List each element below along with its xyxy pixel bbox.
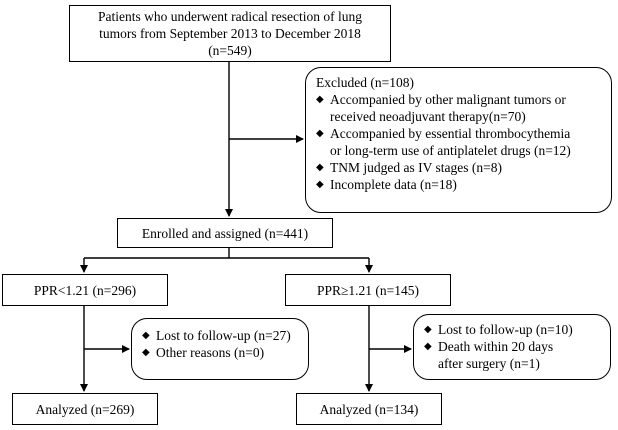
top-box-patients: Patients who underwent radical resection… — [69, 5, 391, 62]
excluded-item-text: Incomplete data (n=18) — [330, 177, 457, 192]
excluded-item-text: Accompanied by essential thrombocythemia — [330, 126, 571, 141]
right-exclusion-item-text: Lost to follow-up (n=10) — [438, 322, 573, 337]
excluded-item: ◆ Accompanied by essential thrombocythem… — [316, 125, 611, 159]
left-group-text: PPR<1.21 (n=296) — [33, 283, 137, 298]
diamond-bullet-icon: ◆ — [142, 347, 150, 358]
right-exclusion-item-text: Death within 20 days — [438, 339, 554, 354]
excluded-item-text: TNM judged as IV stages (n=8) — [330, 160, 502, 175]
right-analyzed-box: Analyzed (n=134) — [296, 393, 442, 425]
excluded-item-text: received neoadjuvant therapy(n=70) — [330, 109, 526, 124]
excluded-item-text: Accompanied by other malignant tumors or — [330, 92, 566, 107]
enrolled-text: Enrolled and assigned (n=441) — [141, 226, 309, 241]
right-analyzed-text: Analyzed (n=134) — [319, 402, 419, 417]
left-analyzed-box: Analyzed (n=269) — [12, 393, 158, 425]
right-exclusion-item: ◆ Death within 20 days after surgery (n=… — [424, 338, 610, 372]
top-box-line1: Patients who underwent radical resection… — [98, 9, 362, 24]
right-exclusion-box: ◆ Lost to follow-up (n=10) ◆ Death withi… — [413, 314, 611, 380]
excluded-item: ◆ Incomplete data (n=18) — [316, 176, 611, 193]
top-box-line2: tumors from September 2013 to December 2… — [99, 26, 361, 41]
top-box-line3: (n=549) — [208, 43, 252, 58]
left-analyzed-text: Analyzed (n=269) — [35, 402, 135, 417]
left-exclusion-item-text: Other reasons (n=0) — [156, 345, 265, 360]
diamond-bullet-icon: ◆ — [424, 324, 432, 335]
right-exclusion-item: ◆ Lost to follow-up (n=10) — [424, 321, 610, 338]
diamond-bullet-icon: ◆ — [424, 341, 432, 352]
left-exclusion-box: ◆ Lost to follow-up (n=27) ◆ Other reaso… — [131, 318, 309, 380]
right-group-box: PPR≥1.21 (n=145) — [285, 274, 451, 306]
left-exclusion-item: ◆ Other reasons (n=0) — [142, 344, 308, 361]
excluded-item: ◆ TNM judged as IV stages (n=8) — [316, 159, 611, 176]
diamond-bullet-icon: ◆ — [316, 162, 324, 173]
left-group-box: PPR<1.21 (n=296) — [2, 274, 168, 306]
excluded-title: Excluded (n=108) — [316, 75, 414, 90]
right-exclusion-item-text: after surgery (n=1) — [438, 356, 540, 371]
diamond-bullet-icon: ◆ — [316, 179, 324, 190]
diamond-bullet-icon: ◆ — [142, 330, 150, 341]
diamond-bullet-icon: ◆ — [316, 128, 324, 139]
excluded-item: ◆ Accompanied by other malignant tumors … — [316, 91, 611, 125]
diamond-bullet-icon: ◆ — [316, 94, 324, 105]
left-exclusion-item-text: Lost to follow-up (n=27) — [156, 328, 291, 343]
excluded-box: Excluded (n=108) ◆ Accompanied by other … — [305, 67, 612, 213]
left-exclusion-item: ◆ Lost to follow-up (n=27) — [142, 327, 308, 344]
right-group-text: PPR≥1.21 (n=145) — [316, 283, 420, 298]
excluded-item-text: or long-term use of antiplatelet drugs (… — [330, 143, 571, 158]
enrolled-box: Enrolled and assigned (n=441) — [117, 218, 333, 248]
